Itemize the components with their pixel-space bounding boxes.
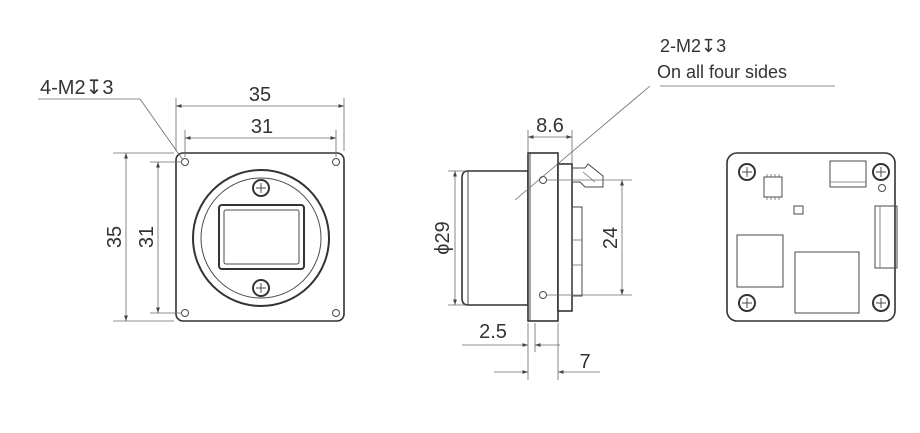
mount-hole xyxy=(332,158,340,166)
dim-hole-spacing: 24 xyxy=(600,227,622,249)
rear-connector-top xyxy=(571,163,604,188)
rear-housing xyxy=(726,152,896,322)
lens-barrel xyxy=(461,170,529,306)
mount-flange xyxy=(527,152,559,322)
rear-ic-pins xyxy=(766,174,780,200)
dim-flange-thickness: 8.6 xyxy=(536,115,564,137)
corner-screw-icon xyxy=(872,294,890,312)
bottom-screw-icon xyxy=(252,279,270,297)
rear-top-connector xyxy=(829,160,867,188)
corner-screw-icon xyxy=(872,163,890,181)
front-housing xyxy=(175,152,345,322)
dim-height-outer: 35 xyxy=(104,226,126,248)
dim-lens-diameter: ϕ29 xyxy=(432,221,454,254)
rear-small-chip xyxy=(793,205,804,215)
side-view: 2-M2↧3 On all four sides 8.6 ϕ29 24 2.5 … xyxy=(432,36,835,380)
mount-hole xyxy=(181,309,189,317)
rear-component-left xyxy=(736,234,784,288)
sensor-window-inner xyxy=(223,209,300,265)
rear-ic-chip xyxy=(763,176,783,198)
rear-component-right xyxy=(794,251,860,314)
corner-screw-icon xyxy=(738,163,756,181)
callout-leader xyxy=(514,85,651,201)
mount-hole xyxy=(332,309,340,317)
dim-bottom-right: 7 xyxy=(579,351,590,373)
top-screw-icon xyxy=(252,179,270,197)
rear-mount-hole xyxy=(878,184,886,192)
lens-mount-outer-ring xyxy=(192,169,330,307)
sensor-window-outer xyxy=(218,204,305,270)
side-callout-line1: 2-M2↧3 xyxy=(660,36,726,56)
front-view: 4-M2↧3 35 31 35 31 xyxy=(38,77,345,322)
dim-width-inner: 31 xyxy=(251,116,273,138)
rear-connector-side xyxy=(571,206,583,297)
side-mount-hole xyxy=(539,291,547,299)
callout-leader xyxy=(139,98,184,161)
rear-view xyxy=(726,152,898,322)
dim-bottom-left: 2.5 xyxy=(479,321,507,343)
dim-height-inner: 31 xyxy=(136,226,158,248)
corner-screw-icon xyxy=(738,294,756,312)
side-callout-line2: On all four sides xyxy=(657,62,787,82)
dim-width-outer: 35 xyxy=(249,84,271,106)
front-callout-text: 4-M2↧3 xyxy=(40,77,113,99)
lens-mount-inner-ring xyxy=(200,177,322,299)
rear-board xyxy=(557,163,573,312)
mount-hole xyxy=(181,158,189,166)
rear-side-connector xyxy=(874,205,898,269)
